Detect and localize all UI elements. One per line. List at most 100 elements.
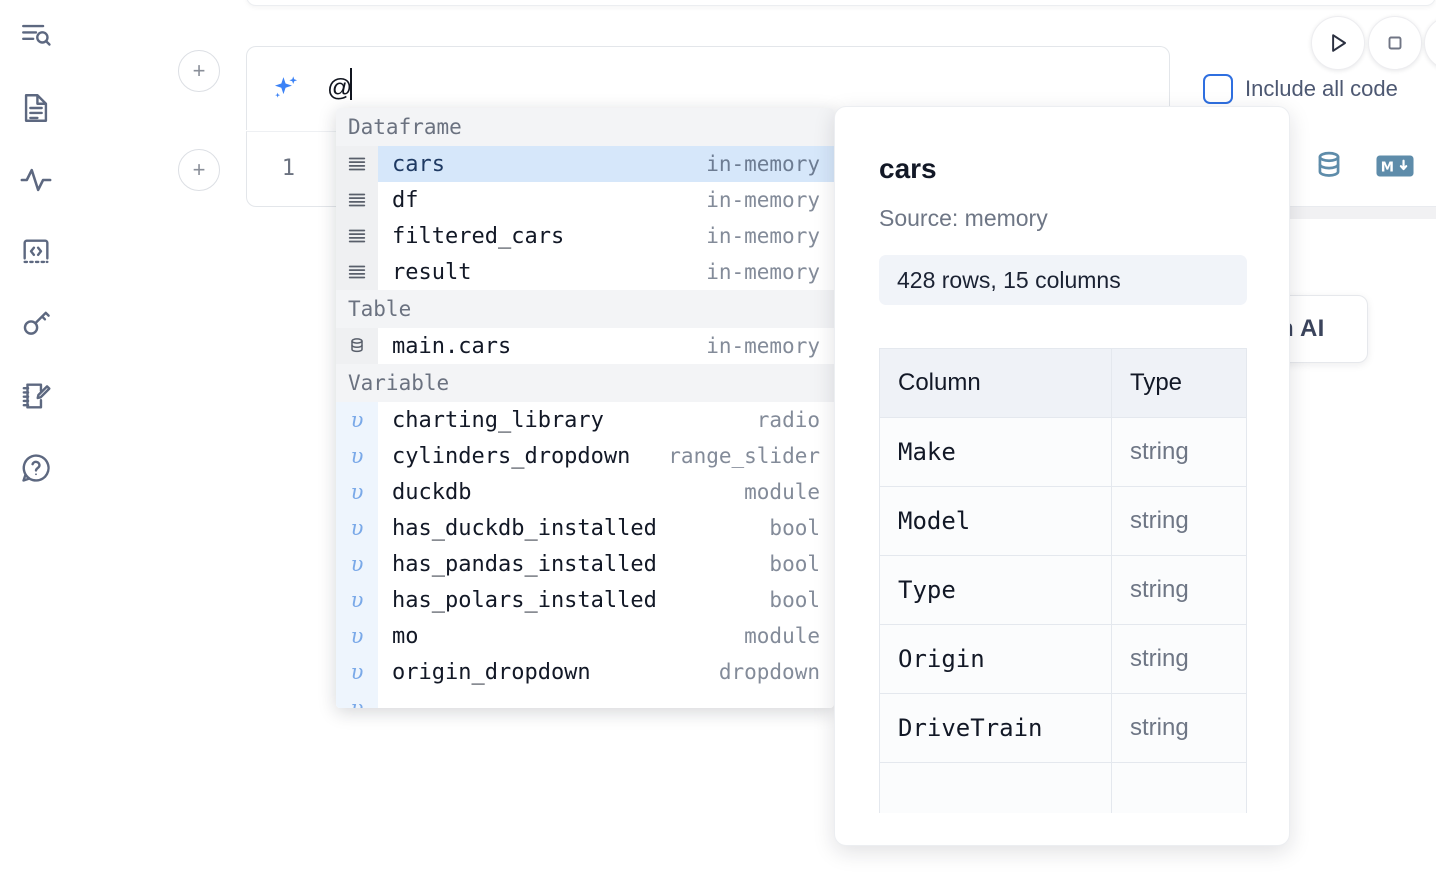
- ai-prompt-input[interactable]: [327, 74, 1169, 103]
- variable-icon: υ: [336, 402, 378, 438]
- left-icon-rail: [0, 0, 72, 874]
- autocomplete-item[interactable]: main.cars in-memory: [336, 328, 834, 364]
- sparkle-icon: [269, 72, 303, 106]
- activity-icon[interactable]: [12, 156, 60, 204]
- autocomplete-item-type: bool: [769, 552, 820, 576]
- autocomplete-item-name: duckdb: [392, 479, 472, 505]
- column-name-cell: Type: [880, 556, 1112, 624]
- svg-text:M: M: [1381, 160, 1394, 175]
- autocomplete-item-name: df: [392, 187, 419, 213]
- autocomplete-group-header: Variable: [336, 364, 834, 402]
- explore-icon[interactable]: [12, 12, 60, 60]
- autocomplete-item-body: cars in-memory: [378, 146, 834, 182]
- autocomplete-item-name: has_polars_installed: [392, 587, 657, 613]
- snippets-icon[interactable]: [12, 228, 60, 276]
- autocomplete-item-name: result: [392, 259, 472, 285]
- previous-cell-edge: [246, 0, 1436, 6]
- stop-button[interactable]: [1368, 16, 1422, 70]
- detail-source: Source: memory: [879, 205, 1048, 231]
- table-icon: [336, 328, 378, 364]
- detail-shape-badge: 428 rows, 15 columns: [879, 255, 1247, 305]
- column-name-cell: DriveTrain: [880, 694, 1112, 762]
- column-type-cell: string: [1112, 487, 1246, 555]
- column-type-cell: string: [1112, 625, 1246, 693]
- dataframe-icon: [336, 182, 378, 218]
- autocomplete-item-body: [378, 690, 834, 708]
- autocomplete-item-body: duckdb module: [378, 474, 834, 510]
- add-cell-below-label: +: [192, 157, 206, 182]
- autocomplete-item-type: in-memory: [706, 188, 820, 212]
- autocomplete-item-type: in-memory: [706, 152, 820, 176]
- column-name-cell: Origin: [880, 625, 1112, 693]
- notebook-icon[interactable]: [12, 84, 60, 132]
- add-cell-below-button[interactable]: +: [178, 149, 220, 191]
- run-button[interactable]: [1311, 16, 1365, 70]
- autocomplete-item-type: [789, 696, 820, 708]
- database-icon[interactable]: [1312, 149, 1346, 188]
- secrets-icon[interactable]: [12, 300, 60, 348]
- autocomplete-item-name: cars: [392, 151, 445, 177]
- autocomplete-item-type: dropdown: [718, 660, 820, 684]
- include-all-code-row[interactable]: Include all code: [1203, 74, 1398, 104]
- autocomplete-item-name: filtered_cars: [392, 223, 565, 249]
- add-cell-above-button[interactable]: +: [178, 50, 220, 92]
- autocomplete-item-type: bool: [769, 516, 820, 540]
- autocomplete-item-name: mo: [392, 623, 419, 649]
- dataframe-icon: [336, 146, 378, 182]
- autocomplete-item-name: main.cars: [392, 333, 512, 359]
- include-all-code-checkbox[interactable]: [1203, 74, 1233, 104]
- autocomplete-item-name: [392, 696, 405, 709]
- scratchpad-icon[interactable]: [12, 372, 60, 420]
- autocomplete-item-type: module: [744, 624, 820, 648]
- variable-icon: υ: [336, 546, 378, 582]
- autocomplete-item-body: has_polars_installed bool: [378, 582, 834, 618]
- variable-icon: υ: [336, 438, 378, 474]
- markdown-icon[interactable]: M: [1376, 153, 1414, 184]
- column-name-cell: Make: [880, 418, 1112, 486]
- autocomplete-item-name: has_pandas_installed: [392, 551, 657, 577]
- help-icon[interactable]: [12, 444, 60, 492]
- column-name-cell: Model: [880, 487, 1112, 555]
- autocomplete-item-name: cylinders_dropdown: [392, 443, 631, 469]
- table-row: [880, 763, 1246, 813]
- line-number: 1: [281, 156, 295, 181]
- autocomplete-item[interactable]: df in-memory: [336, 182, 834, 218]
- autocomplete-item[interactable]: υ has_pandas_installed bool: [336, 546, 834, 582]
- column-type-cell: [1112, 763, 1246, 813]
- autocomplete-item-body: df in-memory: [378, 182, 834, 218]
- autocomplete-item[interactable]: υ: [336, 690, 834, 708]
- more-button[interactable]: [1424, 16, 1436, 70]
- dataframe-icon: [336, 254, 378, 290]
- autocomplete-item[interactable]: cars in-memory: [336, 146, 834, 182]
- column-type-cell: string: [1112, 694, 1246, 762]
- dataframe-detail-panel: cars Source: memory 428 rows, 15 columns…: [834, 106, 1290, 846]
- column-header-column: Column: [880, 349, 1112, 417]
- autocomplete-item-type: in-memory: [706, 334, 820, 358]
- autocomplete-item-name: origin_dropdown: [392, 659, 591, 685]
- autocomplete-item-type: module: [744, 480, 820, 504]
- autocomplete-item-type: bool: [769, 588, 820, 612]
- add-cell-above-label: +: [192, 58, 206, 83]
- text-cursor: [350, 68, 352, 100]
- column-name-cell: [880, 763, 1112, 813]
